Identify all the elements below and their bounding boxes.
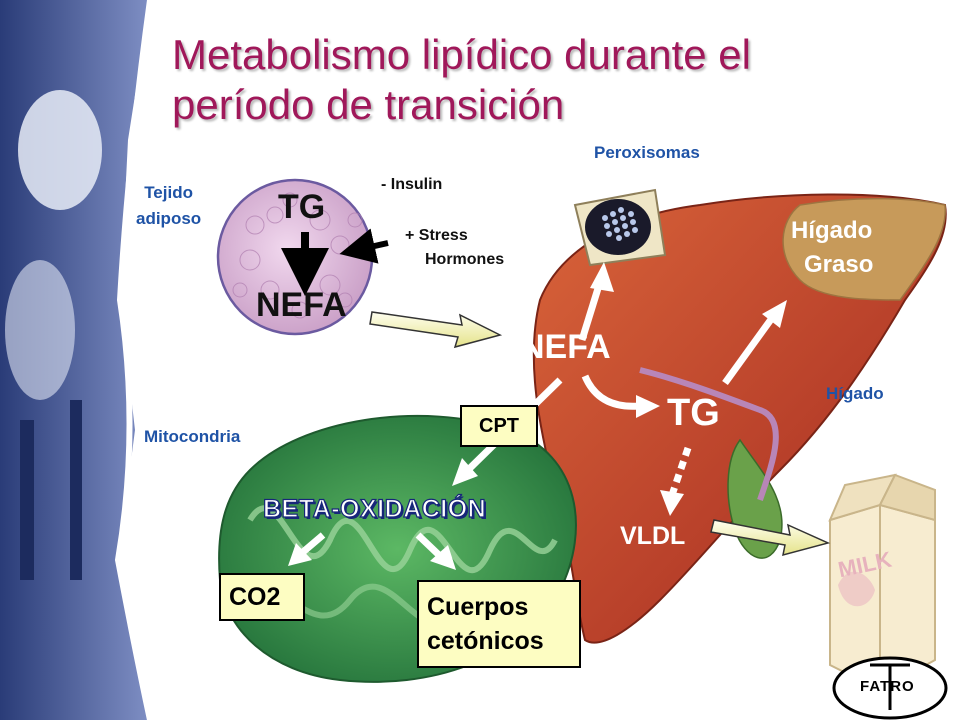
page-title: Metabolismo lipídico durante el período … [172, 30, 892, 130]
higado-graso-line1: Hígado [791, 217, 873, 244]
mitocondria-label: Mitocondria [144, 427, 241, 446]
arrow-adipose-to-liver [369, 311, 503, 349]
milk-carton-icon [828, 473, 936, 692]
higado-graso-line2: Graso [804, 251, 874, 278]
higado-label: Hígado [826, 384, 884, 403]
page-title-line1: Metabolismo lipídico durante el [172, 31, 751, 78]
higado-graso-label: Hígado Graso [790, 214, 873, 282]
tejido-adiposo-label: Tejido adiposo [136, 180, 201, 232]
arrow-tg-to-fatty-liver-head [762, 300, 787, 328]
tejido-label-line2: adiposo [136, 209, 202, 228]
cow-photo-strip [0, 0, 153, 720]
insulin-label: - Insulin [381, 176, 443, 193]
hepatic-vessel [639, 367, 779, 501]
tejido-label-line1: Tejido [144, 183, 193, 202]
peroxisomas-label: Peroxisomas [594, 143, 700, 162]
arrow-nefa-to-mitochondria-head [452, 458, 478, 486]
adipose-nefa-label: NEFA [256, 286, 347, 324]
page-title-line2: período de transición [172, 81, 565, 128]
cpt-box: CPT [460, 405, 538, 447]
arrow-vldl-to-milk [710, 519, 831, 557]
cuerpos-cetonicos-box: Cuerpos cetónicos [417, 580, 581, 668]
arrow-beta-to-cuerpos-head [430, 545, 456, 570]
adipose-tg-label: TG [278, 188, 326, 226]
arrow-tg-to-vldl-head [660, 490, 684, 516]
arrow-nefa-to-peroxisome-head [590, 262, 614, 292]
arrow-tg-to-fatty-liver [722, 315, 775, 386]
co2-box: CO2 [219, 573, 305, 621]
arrow-nefa-to-tg [581, 374, 641, 410]
arrow-beta-to-co2 [300, 532, 326, 555]
cuerpos-line1: Cuerpos [427, 593, 529, 621]
arrow-nefa-to-peroxisome [578, 280, 604, 342]
peroxisome-icon [573, 188, 667, 267]
vldl-label: VLDL [620, 522, 686, 550]
arrow-beta-to-co2-head [288, 543, 312, 566]
stress-hormones-label: + Stress Hormones [405, 224, 504, 272]
liver-tg-label: TG [667, 392, 720, 434]
fatro-logo-icon [832, 656, 948, 720]
beta-oxidacion-label: BETA-OXIDACIÓN [262, 494, 487, 523]
liver-nefa-label: NEFA [520, 328, 611, 366]
fatty-liver-region [782, 197, 946, 301]
fatro-logo-text: FATRO [860, 678, 915, 695]
arrow-stress-hormones [339, 228, 389, 264]
stress-line1: + Stress [405, 227, 468, 244]
cuerpos-line2: cetónicos [427, 627, 544, 655]
arrow-nefa-to-tg-head [636, 395, 660, 418]
stress-line2: Hormones [425, 251, 505, 268]
arrow-beta-to-cuerpos [415, 532, 443, 559]
